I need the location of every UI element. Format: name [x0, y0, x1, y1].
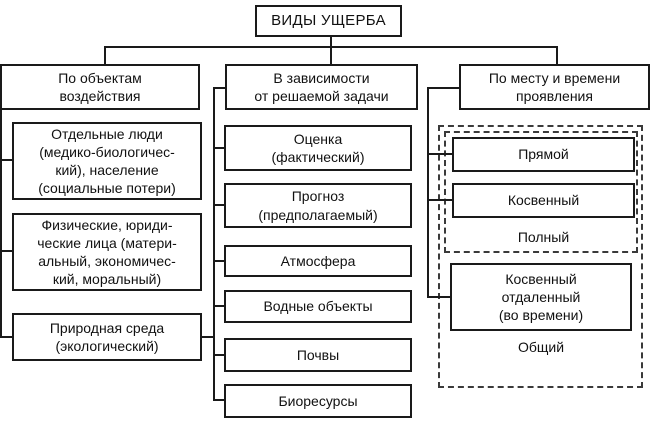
node-natural-environment: Природная среда (экологический)	[12, 313, 202, 361]
connector-stub-forecast	[213, 204, 224, 206]
connector-stub-task-header	[213, 87, 225, 89]
connector-stub-legal	[0, 250, 12, 252]
connector-nature-to-spine	[202, 336, 213, 338]
connector-stub-place-header	[427, 87, 459, 89]
node-legal-entities: Физические, юриди- ческие лица (матери- …	[12, 213, 202, 291]
connector-drop-left	[104, 46, 106, 65]
label-total: Общий	[517, 339, 565, 355]
connector-stub-indirect	[427, 199, 452, 201]
node-soils: Почвы	[224, 338, 412, 372]
node-indirect-remote: Косвенный отдаленный (во времени)	[450, 263, 632, 331]
node-damage-types-title: ВИДЫ УЩЕРБА	[255, 5, 402, 37]
node-individual-people: Отдельные люди (медико-биологичес- кий),…	[12, 122, 202, 200]
node-indirect: Косвенный	[452, 183, 635, 218]
connector-stub-atmosphere	[213, 260, 224, 262]
connector-stub-indirect-remote	[427, 296, 450, 298]
connector-stub-assessment	[213, 147, 224, 149]
node-atmosphere: Атмосфера	[224, 245, 412, 277]
node-direct: Прямой	[452, 137, 635, 172]
connector-stub-water	[213, 305, 224, 307]
connector-left-spine	[0, 110, 2, 338]
connector-drop-middle	[330, 46, 332, 65]
connector-middle-spine	[213, 87, 215, 401]
connector-right-spine	[427, 87, 429, 298]
node-header-by-task: В зависимости от решаемой задачи	[225, 64, 418, 110]
connector-stub-soils	[213, 354, 224, 356]
node-header-by-place-time: По месту и времени проявления	[459, 64, 650, 110]
node-bioresources: Биоресурсы	[224, 384, 412, 418]
connector-stub-individual	[0, 159, 12, 161]
node-assessment: Оценка (фактический)	[224, 125, 412, 171]
group-full-dashed	[444, 131, 638, 253]
node-forecast: Прогноз (предполагаемый)	[224, 183, 412, 228]
connector-stub-bioresources	[213, 399, 224, 401]
connector-stub-direct	[427, 153, 452, 155]
group-total-dashed	[438, 125, 643, 388]
label-full: Полный	[517, 229, 570, 245]
node-header-by-objects: По объектам воздействия	[0, 64, 200, 110]
connector-title-drop	[330, 37, 332, 47]
connector-drop-right	[556, 46, 558, 65]
node-water-objects: Водные объекты	[224, 290, 412, 323]
connector-stub-nature	[0, 336, 12, 338]
